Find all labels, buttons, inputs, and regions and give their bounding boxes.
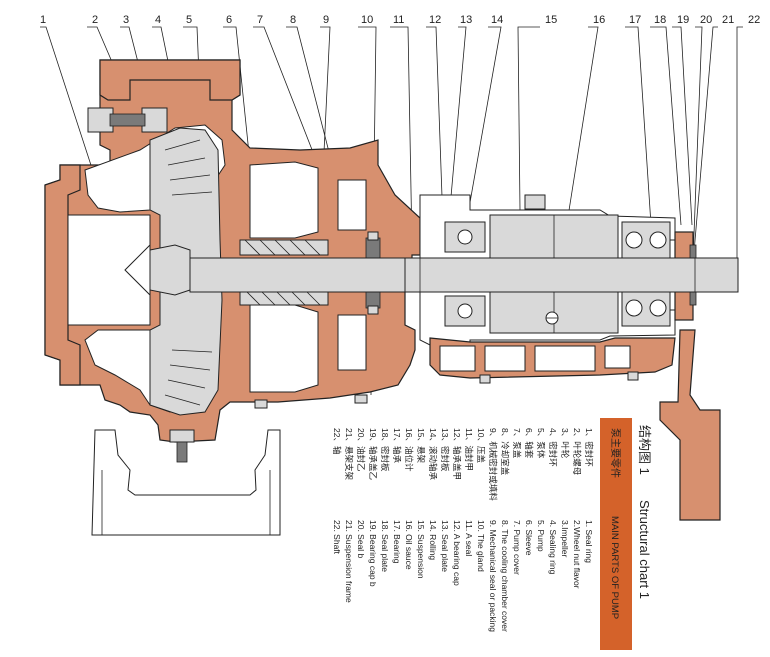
part-cn-4: 4、密封环 — [548, 428, 558, 467]
part-cn-16: 16、油位计 — [404, 428, 414, 472]
part-number-21: 21 — [722, 14, 734, 26]
cooling-chamber-lower — [249, 304, 319, 393]
pump-cross-section-drawing — [44, 59, 739, 536]
legend-subtitle-cn: 泵主要零件 — [609, 428, 621, 478]
legend-subtitle-en: MAIN PARTS OF PUMP — [609, 516, 620, 619]
chart-title-en: Structural chart 1 — [637, 500, 652, 599]
part-number-17: 17 — [629, 14, 641, 26]
parts-legend: 1、密封环 2、叶轮螺母 3、叶轮 4、密封环 5、泵体 6、轴套 7、泵盖 8… — [332, 418, 652, 650]
part-cn-20: 20、油封乙 — [356, 428, 366, 471]
part-cn-3: 3、叶轮 — [560, 428, 570, 459]
part-number-16: 16 — [593, 14, 605, 26]
part-en-20: 20. Seal b — [356, 520, 366, 559]
legend-accent-bar — [600, 418, 632, 650]
part-number-18: 18 — [654, 14, 666, 26]
part-number-8: 8 — [290, 14, 296, 26]
discharge-flange — [99, 59, 241, 101]
part-cn-19: 19、轴承盖乙 — [368, 428, 378, 480]
part-cn-18: 18、密封板 — [380, 428, 390, 472]
part-en-11: 11. A seal — [464, 520, 474, 556]
part-cn-1: 1、密封环 — [584, 428, 594, 467]
part-en-22: 22. Shaft — [332, 520, 342, 555]
part-en-16: 16. Oil sauce — [404, 520, 414, 570]
chart-title-cn: 结构图 1 — [637, 425, 652, 475]
part-number-15: 15 — [545, 14, 557, 26]
part-number-5: 5 — [186, 14, 192, 26]
part-en-19: 19. Bearing cap b — [368, 520, 378, 587]
part-cn-11: 11、油封甲 — [464, 428, 474, 471]
part-cn-7: 7、泵盖 — [512, 428, 522, 459]
part-number-labels: 1 2 3 4 5 6 7 8 9 10 11 12 13 14 15 16 1… — [40, 14, 760, 26]
shaft-sleeve — [189, 257, 411, 293]
part-cn-10: 10、压盖 — [476, 428, 486, 463]
part-number-1: 1 — [40, 14, 46, 26]
part-en-21: 21. Suspension frame — [344, 520, 354, 603]
part-cn-21: 21、悬架支架 — [344, 428, 354, 480]
part-number-3: 3 — [123, 14, 129, 26]
part-cn-5: 5、泵体 — [536, 428, 546, 459]
part-en-7: 7. Pump cover — [512, 520, 522, 575]
part-en-4: 4. Sealing ring — [548, 520, 558, 575]
part-number-22: 22 — [748, 14, 760, 26]
part-cn-17: 17、轴承 — [392, 428, 402, 463]
cooling-chamber-upper — [249, 161, 319, 239]
part-number-11: 11 — [393, 14, 404, 26]
impeller-nut — [149, 244, 191, 296]
part-number-12: 12 — [429, 14, 441, 26]
part-number-14: 14 — [491, 14, 503, 26]
part-en-14: 14. Rolling — [428, 520, 438, 560]
part-number-13: 13 — [460, 14, 472, 26]
mechanical-seal-upper — [239, 239, 329, 256]
base-foot — [91, 429, 281, 536]
part-en-5: 5. Pump — [536, 520, 546, 552]
shaft — [404, 257, 739, 293]
part-cn-9: 9、机械密封或填料 — [488, 428, 498, 501]
part-number-19: 19 — [677, 14, 689, 26]
parts-list-en: 1. Seal ring 2.Wheel nut flavor 3.Impell… — [332, 520, 594, 632]
parts-list-cn: 1、密封环 2、叶轮螺母 3、叶轮 4、密封环 5、泵体 6、轴套 7、泵盖 8… — [332, 428, 594, 501]
part-number-9: 9 — [323, 14, 329, 26]
part-number-20: 20 — [700, 14, 712, 26]
part-cn-22: 22、轴 — [332, 428, 342, 454]
leader-lines — [40, 26, 743, 396]
part-en-8: 8. The cooling chamber cover — [500, 520, 510, 632]
part-cn-15: 15、悬架 — [416, 428, 426, 463]
part-en-1: 1. Seal ring — [584, 520, 594, 563]
suction-flange — [44, 164, 81, 386]
part-cn-2: 2、叶轮螺母 — [572, 428, 582, 475]
part-en-9: 9. Mechanical seal or packing — [488, 520, 498, 632]
part-en-2: 2.Wheel nut flavor — [572, 520, 582, 589]
part-en-3: 3.Impeller — [560, 520, 570, 557]
part-cn-8: 8、冷却室盖 — [500, 428, 510, 476]
part-number-7: 7 — [257, 14, 263, 26]
part-en-15: 15. Suspension — [416, 520, 426, 579]
part-en-10: 10. The gland — [476, 520, 486, 572]
part-number-2: 2 — [92, 14, 98, 26]
part-cn-12: 12、轴承盖甲 — [452, 428, 462, 480]
part-en-6: 6. Sleeve — [524, 520, 534, 556]
part-cn-6: 6、轴套 — [524, 428, 534, 459]
part-en-18: 18. Seal plate — [380, 520, 390, 572]
part-number-4: 4 — [155, 14, 161, 26]
part-en-17: 17. Bearing — [392, 520, 402, 564]
part-cn-14: 14、滚动轴承 — [428, 428, 438, 480]
part-number-6: 6 — [226, 14, 232, 26]
part-en-13: 13. Seal plate — [440, 520, 450, 572]
impeller-hub-cone — [124, 243, 151, 297]
part-en-12: 12. A bearing cap — [452, 520, 462, 586]
suspension-frame — [659, 329, 721, 521]
part-number-10: 10 — [361, 14, 373, 26]
part-cn-13: 13、密封板 — [440, 428, 450, 472]
